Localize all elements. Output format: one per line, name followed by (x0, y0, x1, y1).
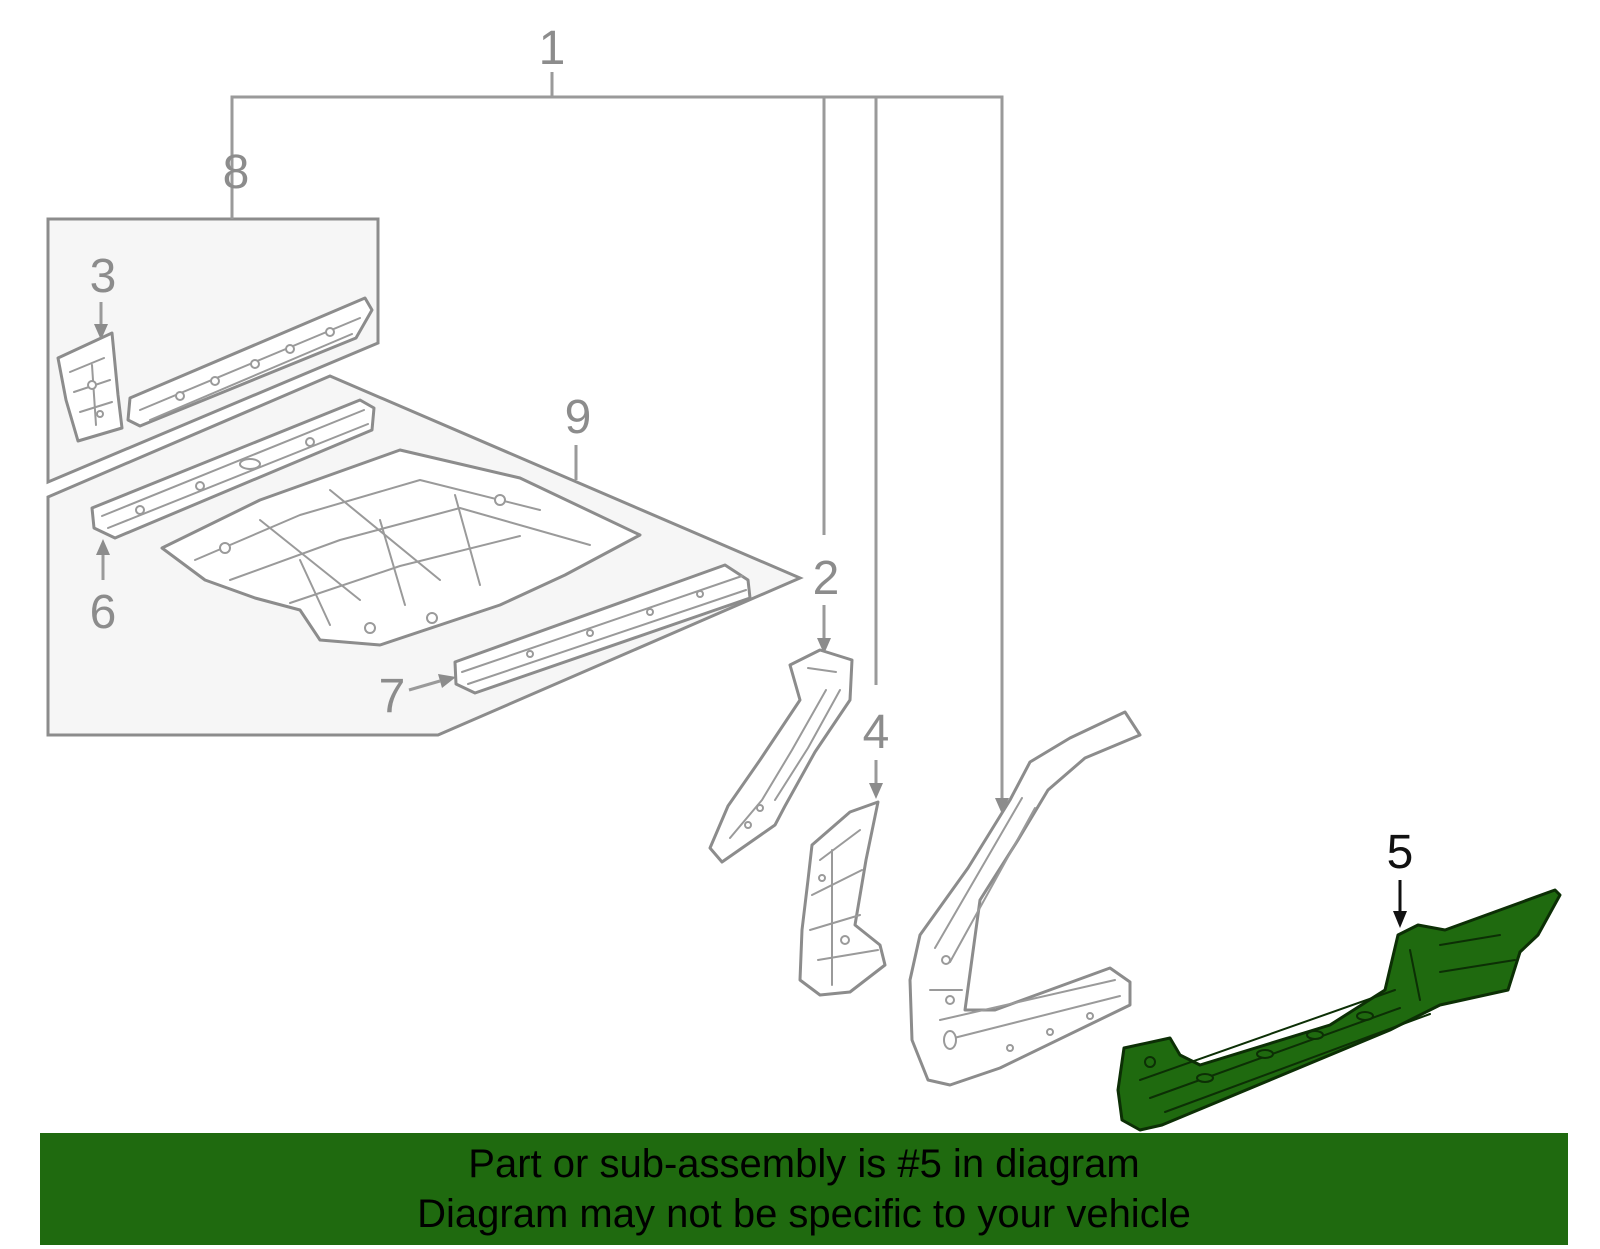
banner-line-1: Part or sub-assembly is #5 in diagram (468, 1142, 1140, 1186)
part-1-side-frame (908, 710, 1142, 1087)
callout-5: 5 (1387, 826, 1414, 879)
part-4-bracket (798, 800, 887, 997)
part-5-rocker-panel (1116, 888, 1562, 1132)
callout-3: 3 (90, 250, 117, 303)
part-3-bracket (56, 331, 124, 443)
part-9-floor-pan (160, 448, 642, 647)
part-8-rail (126, 296, 374, 428)
callout-1: 1 (539, 22, 566, 75)
callout-8: 8 (223, 146, 250, 199)
arrow-2 (817, 605, 831, 654)
info-banner: Part or sub-assembly is #5 in diagram Di… (40, 1133, 1568, 1245)
arrow-7 (408, 674, 456, 692)
part-7-sill (453, 563, 752, 695)
part-2-pillar (708, 648, 854, 864)
arrow-6 (96, 539, 110, 580)
callout-6: 6 (90, 586, 117, 639)
callout-9: 9 (565, 391, 592, 444)
arrow-4 (869, 760, 883, 799)
banner-line-2: Diagram may not be specific to your vehi… (417, 1192, 1191, 1236)
leader-1-bracket (230, 95, 1004, 800)
callout-2: 2 (813, 552, 840, 605)
arrow-3 (94, 302, 108, 340)
arrow-1-to-part (995, 798, 1009, 814)
arrow-5 (1393, 880, 1407, 928)
part-6-rail (90, 398, 376, 540)
callout-4: 4 (863, 706, 890, 759)
callout-7: 7 (379, 670, 406, 723)
